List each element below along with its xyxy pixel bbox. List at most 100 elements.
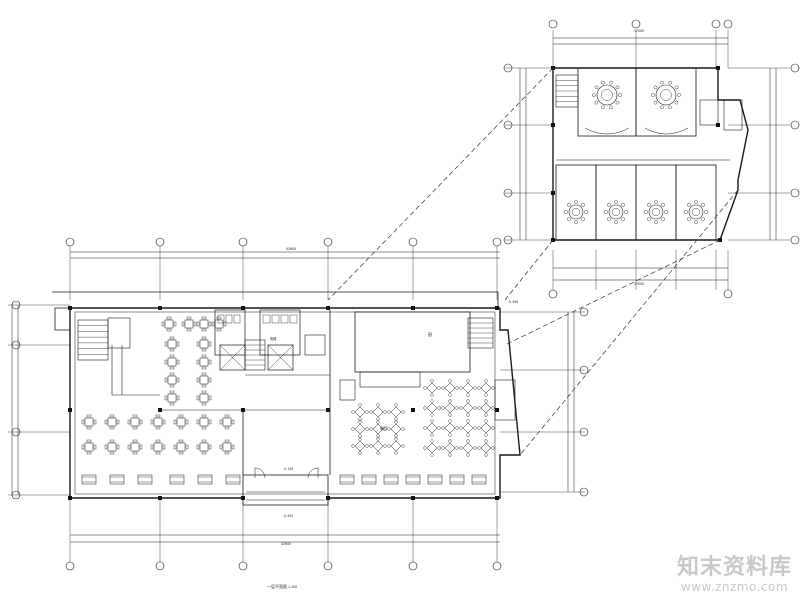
chair: [660, 80, 664, 85]
chair: [484, 439, 488, 443]
chair: [581, 217, 585, 221]
chair: [668, 105, 672, 110]
chair: [208, 395, 212, 401]
chair: [109, 414, 115, 418]
chair: [694, 220, 698, 224]
chair: [211, 321, 215, 327]
chair: [369, 427, 373, 431]
chair: [684, 210, 688, 214]
plan-labels: 42600 42600 17000 17000 餐厅 厨 电梯 -0.450 -…: [267, 29, 644, 589]
chair: [687, 203, 691, 207]
booth-table: [109, 474, 125, 485]
chair: [201, 366, 207, 370]
grid-axis-bubble: [579, 427, 589, 437]
chair: [231, 419, 235, 425]
canopy-outline: [52, 291, 499, 331]
chair: [208, 444, 212, 450]
chair: [401, 410, 405, 414]
chair: [653, 85, 658, 90]
chair: [477, 406, 481, 410]
structural-column: [495, 496, 499, 500]
toilet-stall: [225, 314, 233, 324]
structural-column: [551, 123, 555, 127]
chair: [139, 444, 143, 450]
chair: [607, 217, 611, 221]
chair: [376, 420, 380, 424]
chair: [394, 434, 398, 438]
chair: [178, 414, 184, 418]
chair: [162, 419, 166, 425]
restroom-right: [259, 309, 301, 356]
chair: [164, 377, 168, 383]
chair: [668, 80, 672, 85]
chair: [196, 341, 200, 347]
outer-wall-right: [328, 308, 521, 499]
lazy-susan: [571, 207, 581, 217]
detail-callout-lines: [327, 67, 739, 456]
plan-scale: 1:100: [288, 585, 297, 589]
dining-table: [480, 402, 492, 414]
grid-axis-bubble: [408, 561, 418, 571]
toilet-stall: [280, 314, 289, 324]
chair: [231, 444, 235, 450]
chair: [181, 321, 185, 327]
dining-table: [444, 422, 456, 434]
chair: [173, 444, 177, 450]
chair: [104, 419, 108, 425]
chair: [466, 413, 470, 417]
chair: [394, 437, 398, 441]
chair: [621, 217, 625, 221]
chair: [376, 434, 380, 438]
chair: [448, 413, 452, 417]
grid-axis-bubble: [790, 235, 800, 245]
inset-private-room-plan: [503, 19, 800, 299]
chair: [448, 379, 452, 383]
chair: [584, 210, 588, 214]
grid-axis-bubble: [11, 490, 21, 500]
chair: [104, 444, 108, 450]
chair: [376, 403, 380, 407]
chair: [201, 390, 207, 394]
round-table: [568, 204, 584, 220]
chair: [394, 403, 398, 407]
chair: [376, 417, 380, 421]
chair: [116, 419, 120, 425]
booth-table: [169, 474, 185, 485]
chair: [437, 446, 441, 450]
dining-table: [153, 442, 163, 452]
chair: [701, 217, 705, 221]
chair: [574, 200, 578, 204]
chair: [201, 354, 207, 358]
structural-column: [411, 408, 415, 412]
elevator-x: [267, 344, 294, 371]
booth-table: [81, 474, 97, 485]
chair: [448, 399, 452, 403]
chair: [387, 427, 391, 431]
chair: [477, 446, 481, 450]
grid-axis-bubble: [579, 307, 589, 317]
chair: [484, 419, 488, 423]
private-room-small: [555, 164, 597, 241]
dining-table: [199, 319, 209, 329]
chair: [358, 434, 362, 438]
chair: [169, 336, 175, 340]
callout-line: [519, 189, 739, 456]
grid-axis-bubble: [790, 120, 800, 130]
watermark-url: www.znzmo.com: [680, 580, 789, 594]
elevator-x: [219, 344, 246, 371]
dining-table: [444, 382, 456, 394]
dining-table: [426, 382, 438, 394]
structural-column: [495, 306, 499, 310]
booth-table: [405, 474, 421, 485]
dining-table: [199, 393, 209, 403]
chair: [109, 426, 115, 430]
dining-table: [372, 423, 384, 435]
chair: [607, 203, 611, 207]
chair: [369, 410, 373, 414]
chair: [201, 328, 207, 332]
chair: [358, 451, 362, 455]
chair: [186, 328, 192, 332]
chair: [455, 406, 459, 410]
chair: [615, 85, 620, 90]
chair: [660, 105, 664, 110]
